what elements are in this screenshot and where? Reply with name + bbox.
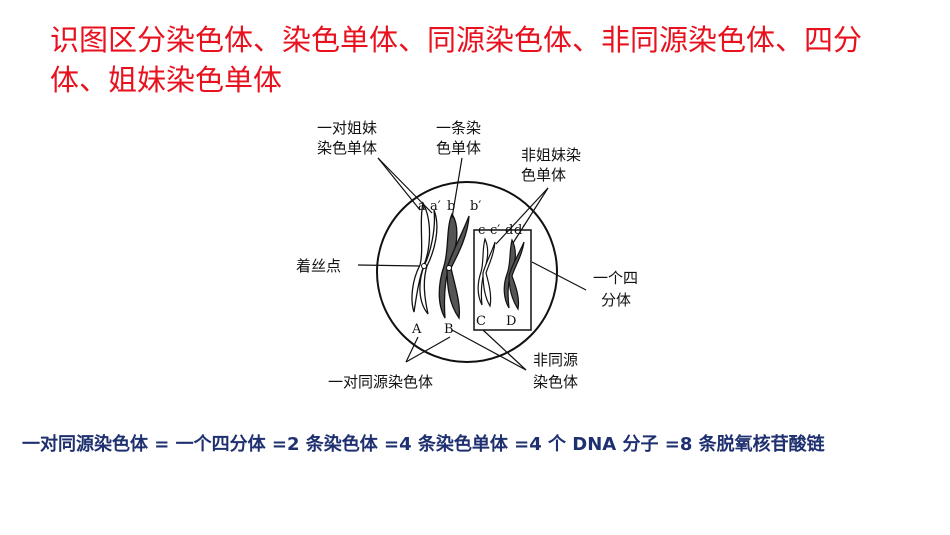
label-nonsister-2: 色单体 <box>521 166 566 184</box>
chromosome-A <box>411 201 438 315</box>
chromatid-b-prime <box>446 215 470 320</box>
letter-a: a <box>418 199 426 214</box>
letter-a-prime: a′ <box>430 199 441 214</box>
centromere-B <box>446 265 452 271</box>
chromosome-B <box>438 212 470 320</box>
centromere-A <box>421 263 427 269</box>
label-homologous-pair: 一对同源染色体 <box>328 373 433 391</box>
label-nonhomologous-2: 染色体 <box>533 373 578 391</box>
chromatid-a-prime <box>419 209 438 315</box>
chromosome-D <box>503 238 525 311</box>
letter-b-prime: b′ <box>470 199 481 214</box>
letter-d: d <box>505 223 513 238</box>
letter-B: B <box>444 322 454 337</box>
label-nonsister-1: 非姐妹染 <box>521 146 581 164</box>
page-title: 识图区分染色体、染色单体、同源染色体、非同源染色体、四分体、姐妹染色单体 <box>50 23 863 97</box>
label-nonhomologous-1: 非同源 <box>533 351 578 369</box>
label-sister-pair-1: 一对姐妹 <box>317 119 377 137</box>
chromosome-C <box>477 237 496 308</box>
tetrad-box <box>473 229 532 331</box>
cell-outline <box>376 181 558 363</box>
letter-C: C <box>476 314 486 329</box>
label-tetrad-2: 分体 <box>601 291 631 309</box>
label-sister-pair-2: 染色单体 <box>317 139 377 157</box>
letter-d-prime: d′ <box>514 223 525 238</box>
summary-text: 一对同源染色体 = 一个四分体 =2 条染色体 =4 条染色单体 =4 个 DN… <box>22 434 825 455</box>
chromatid-c-prime <box>482 241 496 308</box>
letter-c: c <box>478 223 485 238</box>
label-one-chromatid-2: 色单体 <box>436 139 481 157</box>
label-tetrad-1: 一个四 <box>593 269 638 287</box>
letter-b: b <box>447 199 455 214</box>
label-centromere: 着丝点 <box>296 257 341 275</box>
leader-lines <box>357 157 587 371</box>
chromatid-d-prime <box>508 241 525 311</box>
label-one-chromatid-1: 一条染 <box>436 119 481 137</box>
chromatid-a <box>411 201 431 313</box>
letter-D: D <box>506 314 516 329</box>
letter-A: A <box>411 322 422 337</box>
letter-c-prime: c′ <box>490 223 500 238</box>
